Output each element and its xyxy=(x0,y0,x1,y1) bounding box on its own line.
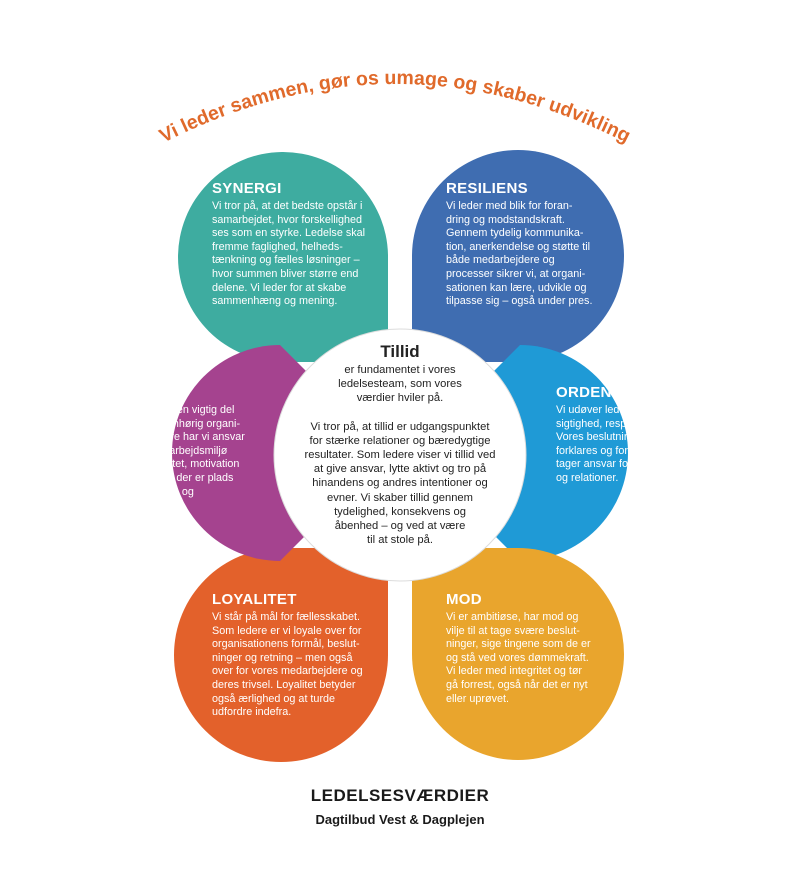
footer-subtitle: Dagtilbud Vest & Dagplejen xyxy=(315,812,485,827)
petal-synergi xyxy=(178,152,388,362)
petal-loyalitet-title: LOYALITET xyxy=(212,591,297,608)
petal-glaede-title: GLÆDE xyxy=(90,384,149,401)
petal-resiliens-title: RESILIENS xyxy=(446,180,528,197)
petal-synergi-title: SYNERGI xyxy=(212,180,282,197)
center-text: Tillid er fundamentet i vores ledelseste… xyxy=(282,342,518,547)
petal-loyalitet xyxy=(174,548,388,762)
petal-mod-title: MOD xyxy=(446,591,482,608)
petal-ordentlighed-body: Vi udøver ledelse med gennem-sigtighed, … xyxy=(556,404,709,484)
footer-title: LEDELSESVÆRDIER xyxy=(310,786,490,805)
petal-resiliens-body: Vi leder med blik for foran-dring og mod… xyxy=(446,200,593,308)
petal-resiliens xyxy=(412,150,624,362)
petal-loyalitet-body: Vi står på mål for fællesskabet.Som lede… xyxy=(212,611,363,719)
petal-ordentlighed-title: ORDENTLIGHED xyxy=(556,384,680,401)
petal-mod xyxy=(412,548,624,760)
center-intro: er fundamentet i vores ledelsesteam, som… xyxy=(338,364,462,405)
petal-resiliens-text: RESILIENS Vi leder med blik for foran-dr… xyxy=(446,180,616,309)
petal-loyalitet-text: LOYALITET Vi står på mål for fællesskabe… xyxy=(212,591,382,720)
center-title: Tillid xyxy=(380,342,420,361)
motto-arc-text: Vi leder sammen, gør os umage og skaber … xyxy=(156,67,634,147)
petal-ordentlighed-text: ORDENTLIGHED Vi udøver ledelse med genne… xyxy=(556,384,726,486)
petal-synergi-text: SYNERGI Vi tror på, at det bedste opstår… xyxy=(212,180,382,309)
center-circle xyxy=(273,328,527,582)
